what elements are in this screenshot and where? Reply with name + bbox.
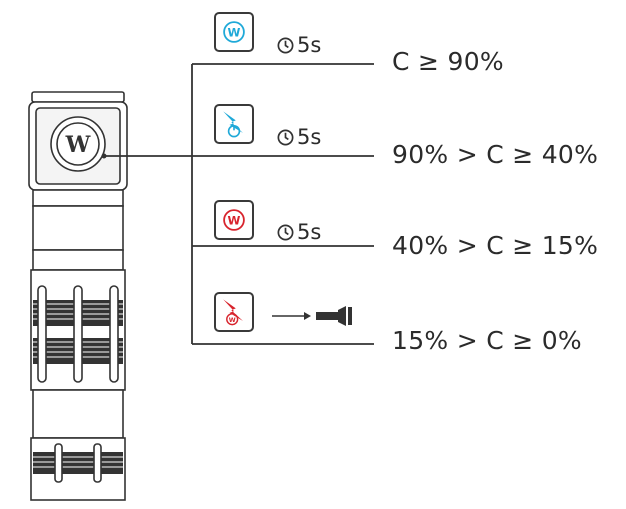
flashlight-illustration: [28, 91, 128, 501]
blue-flash-power-icon: [214, 104, 254, 144]
flashlight-dim-icon: [316, 306, 352, 326]
svg-text:W: W: [228, 214, 241, 228]
timer-3-label: 5s: [297, 220, 322, 244]
level-label-3: 40% > C ≥ 15%: [392, 231, 599, 260]
clock-icon: [277, 37, 294, 53]
clock-icon: [277, 224, 294, 240]
clock-icon: [277, 129, 294, 145]
red-w-icon: W: [214, 200, 254, 240]
timer-2-label: 5s: [297, 125, 322, 149]
red-flash-w-icon: W: [214, 292, 254, 332]
arrow-icon: [272, 312, 311, 320]
timer-1: 5s: [276, 33, 321, 57]
blue-w-icon: W: [214, 12, 254, 52]
connector-lines: [104, 63, 374, 345]
device-logo: W: [65, 132, 91, 158]
level-label-4: 15% > C ≥ 0%: [392, 326, 582, 355]
timer-3: 5s: [276, 220, 321, 244]
level-label-1: C ≥ 90%: [392, 47, 504, 76]
timer-1-label: 5s: [297, 33, 322, 57]
svg-text:W: W: [228, 26, 241, 40]
level-label-2: 90% > C ≥ 40%: [392, 140, 599, 169]
timer-2: 5s: [276, 125, 321, 149]
svg-text:W: W: [229, 317, 236, 324]
